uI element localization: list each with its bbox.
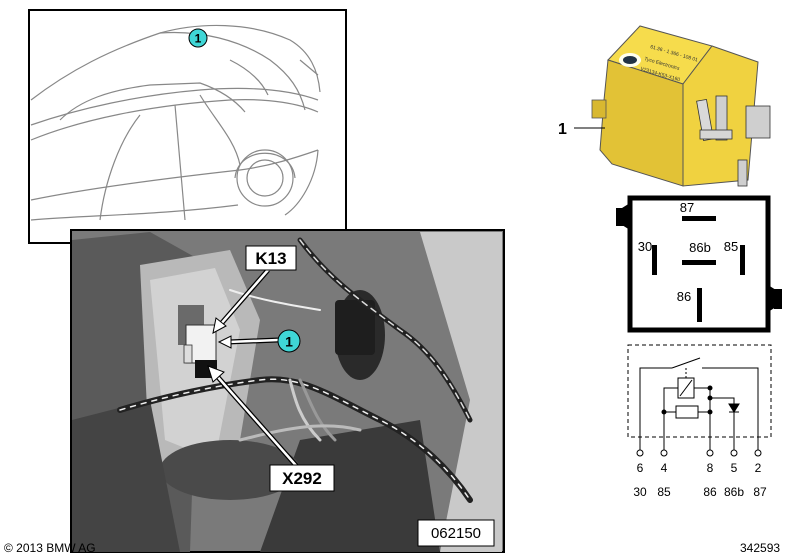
diagram-number: 342593 [740,541,781,555]
label-x292-box [269,464,335,492]
car-view-frame [28,9,347,244]
pin-30-label: 30 [638,239,652,254]
label-k13-box [245,245,297,271]
pin-85-blade [740,245,745,275]
terminal-function-label: 86b [724,485,744,499]
car-callout-number: 1 [195,32,202,46]
terminal-position-label: 2 [755,461,762,475]
relay-part-illustration: 61.36 - 1 366 - 108 01 Tyco Electronics … [558,25,771,187]
pin-85-label: 85 [724,239,738,254]
relay-terminals [696,95,771,187]
terminal-function-label: 86 [703,485,717,499]
photo-number: 062150 [431,525,481,542]
pin-30-blade [652,245,657,275]
car-outline-drawing [30,24,321,221]
installation-photo: K13 1 X292 062150 [70,229,505,553]
photo-callout-arrows [207,268,302,472]
schematic-terminals [636,449,762,457]
circuit-schematic [627,344,772,450]
pin-layout-diagram: 87 30 86b 85 86 [616,195,782,333]
terminal-function-label: 85 [657,485,671,499]
terminal-function-label: 30 [633,485,647,499]
car-locator-view: 1 [28,9,347,244]
item-number-label: 1 [558,121,567,138]
label-x292: X292 [282,469,322,488]
relay-diode [728,403,740,413]
pin-87-label: 87 [680,200,694,215]
terminal-position-label: 5 [731,461,738,475]
schematic-dashed-frame [627,344,772,438]
copyright-text: © 2013 BMW AG [4,541,96,555]
pin-86b-label: 86b [689,240,711,255]
label-k13: K13 [255,249,286,268]
pin-86-blade [697,288,702,322]
pin-86b-blade [682,260,716,265]
terminal-function-label: 87 [753,485,767,499]
pin-87-blade [682,216,716,221]
terminal-position-label: 8 [707,461,714,475]
relay-resistor [675,405,699,419]
terminal-position-label: 6 [637,461,644,475]
photo-callout-number: 1 [285,334,293,350]
photo-wiring [117,237,473,503]
photo-callout-badge [277,329,301,353]
photo-number-box [417,519,495,547]
car-callout-badge [188,28,208,48]
pin-86-label: 86 [677,289,691,304]
terminal-position-label: 4 [661,461,668,475]
photo-background-shapes [72,232,502,552]
